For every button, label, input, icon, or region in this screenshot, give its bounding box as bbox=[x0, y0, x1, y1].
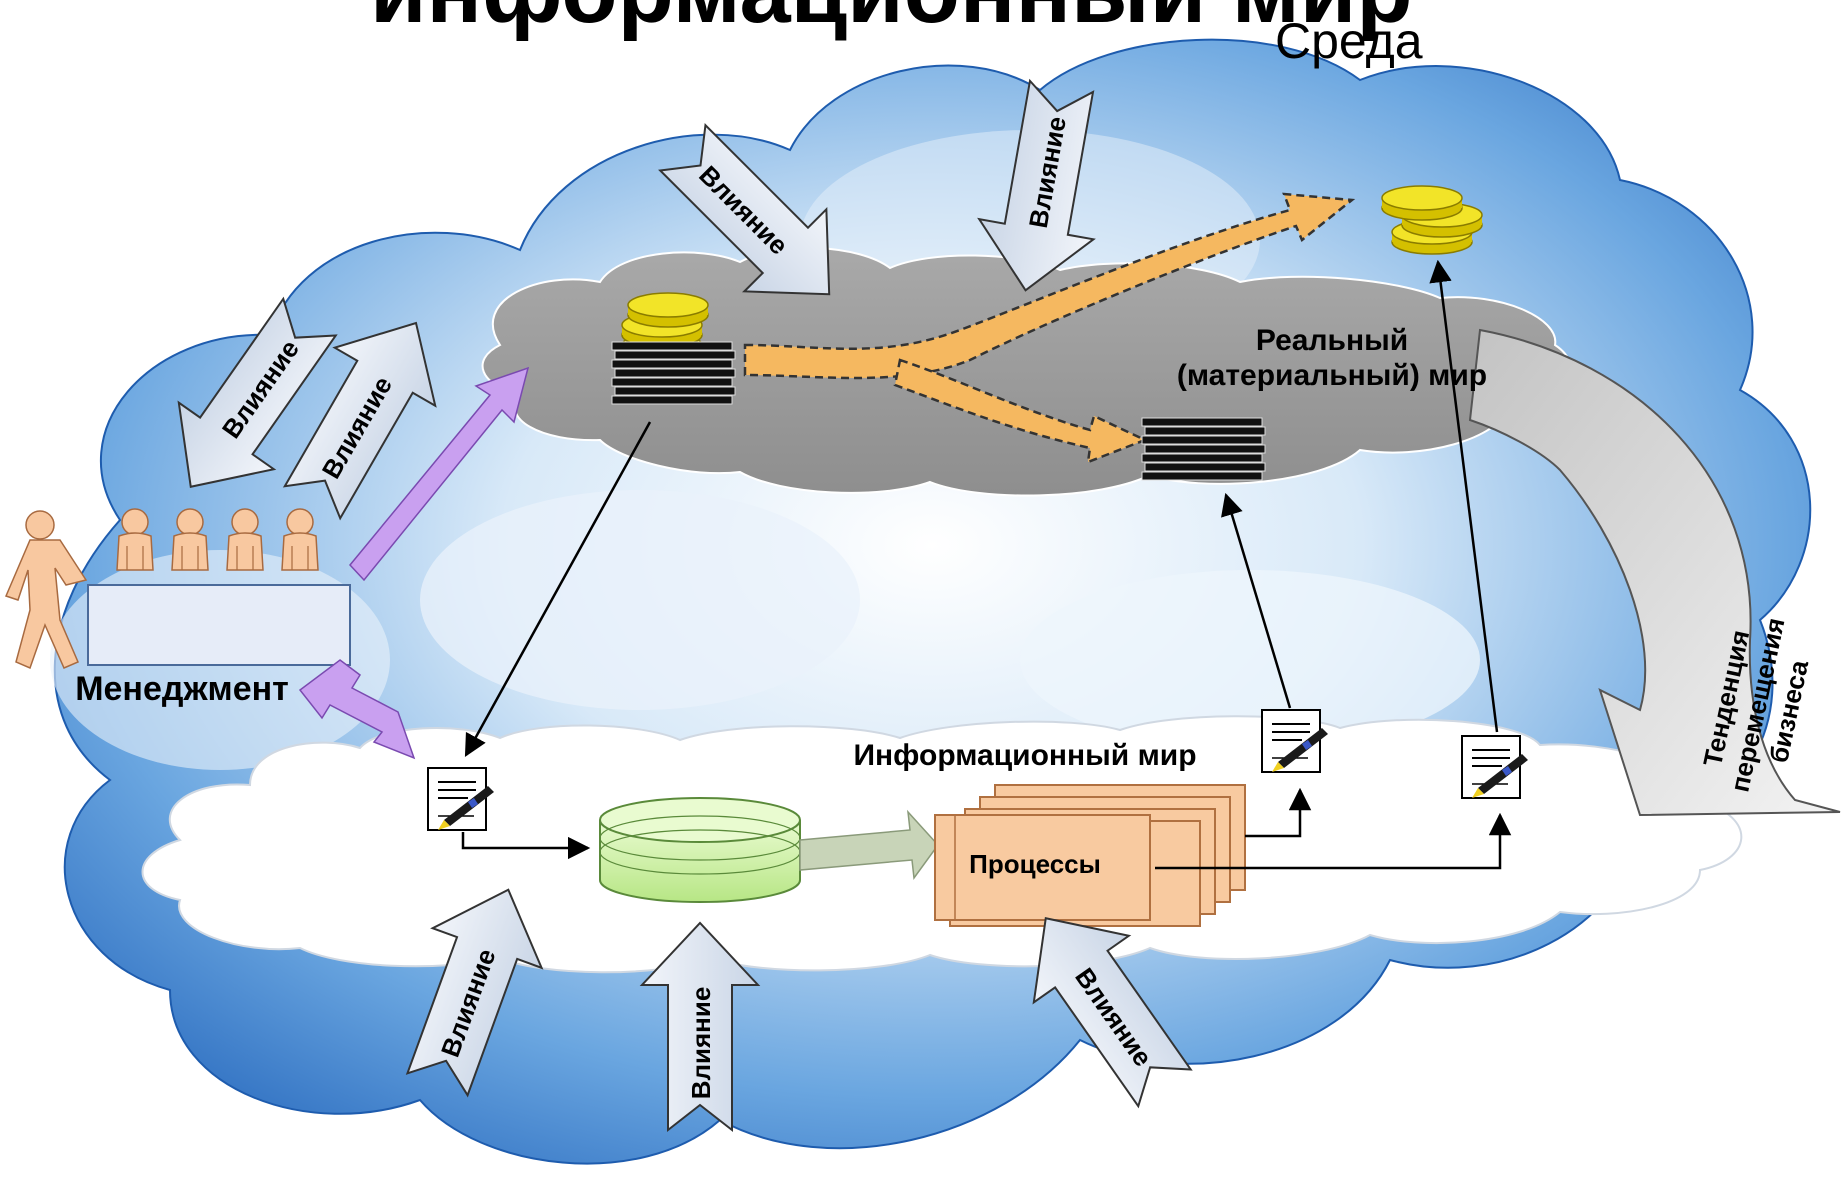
management-to-real-world-arrow bbox=[349, 366, 530, 582]
flow-arrow-to-documents bbox=[893, 358, 1149, 464]
database-to-processes-arrow bbox=[799, 809, 939, 881]
connector-doc-to-real-documents bbox=[1221, 492, 1292, 709]
signed-document-icon bbox=[1461, 735, 1529, 799]
management-to-info-world-arrow bbox=[298, 659, 416, 760]
connector-processes-to-doc-right bbox=[1155, 812, 1512, 870]
connector-doc-to-database bbox=[461, 832, 591, 860]
page-title: информационный мир bbox=[370, 0, 1413, 42]
processes-stack: Процессы bbox=[934, 784, 1246, 927]
document-stack-icon bbox=[1141, 417, 1266, 481]
real-world-label-line2: (материальный) мир bbox=[1177, 359, 1487, 392]
connector-doc-to-coins bbox=[1429, 259, 1499, 733]
real-world-label-line1: Реальный bbox=[1256, 324, 1408, 357]
business-trend-arrow bbox=[1468, 328, 1841, 817]
management-group: Менеджмент bbox=[4, 508, 351, 708]
soft-cloud bbox=[1020, 570, 1480, 750]
environment-label: Среда bbox=[1275, 13, 1423, 69]
influence-arrow: Влияние bbox=[405, 888, 544, 1098]
people-icon bbox=[4, 508, 319, 670]
processes-box bbox=[934, 814, 1151, 921]
connector-real-to-doc bbox=[464, 421, 652, 757]
processes-label: Процессы bbox=[969, 849, 1101, 879]
soft-cloud bbox=[420, 490, 860, 710]
management-desk bbox=[87, 584, 351, 666]
signed-document-icon bbox=[1261, 709, 1329, 773]
management-label: Менеджмент bbox=[75, 670, 289, 708]
connector-processes-to-doc bbox=[1245, 787, 1312, 838]
database-icon bbox=[599, 797, 801, 903]
document-stack-icon bbox=[611, 341, 736, 405]
signed-document-icon bbox=[427, 767, 495, 831]
influence-label: Влияние bbox=[686, 987, 716, 1100]
influence-arrow: Влияние bbox=[977, 78, 1096, 292]
influence-arrow: Влияние bbox=[639, 921, 761, 1133]
information-world-label: Информационный мир bbox=[853, 739, 1196, 772]
